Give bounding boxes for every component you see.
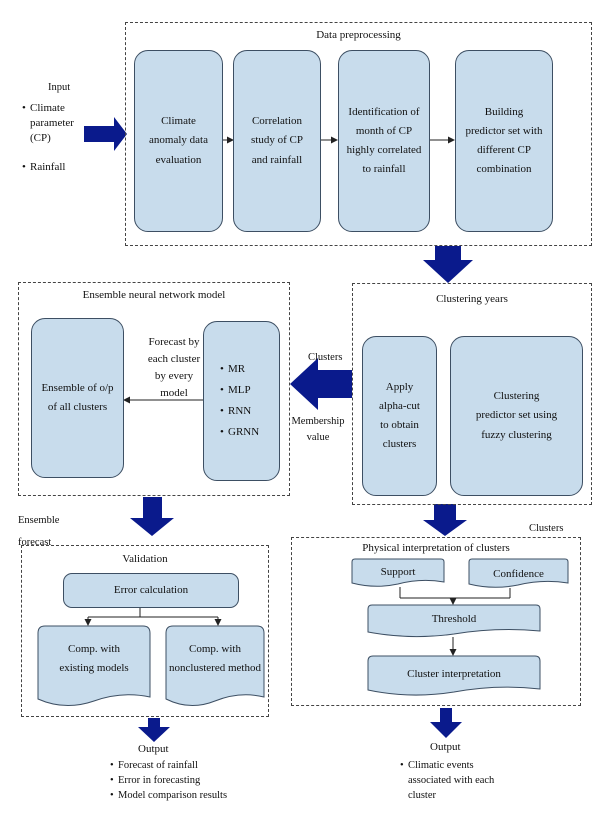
model-item: RNN (220, 401, 259, 422)
physical-frame: Physical interpretation of clusters (291, 537, 581, 706)
model-item: MR (220, 359, 259, 380)
preprocessing-frame: Data preprocessing (125, 22, 592, 246)
output-item: Forecast of rainfall (110, 758, 280, 773)
output-right-title: Output (430, 741, 461, 753)
preproc-step-correlation: Correlation study of CP and rainfall (233, 50, 321, 232)
support-box: Support (351, 558, 445, 588)
comp-existing-models: Comp. with existing models (37, 625, 151, 709)
ensemble-output-box: Ensemble of o/p of all clusters (31, 318, 124, 478)
input-item: Rainfall (22, 160, 84, 175)
output-left-title: Output (138, 743, 169, 755)
input-item: Climate parameter (CP) (22, 101, 84, 146)
clustering-frame: Clustering years (352, 283, 592, 505)
output-item: Model comparison results (110, 788, 280, 803)
preproc-step-predictor-set: Building predictor set with different CP… (455, 50, 553, 232)
clustering-title: Clustering years (436, 293, 508, 305)
error-calculation: Error calculation (63, 573, 239, 608)
cluster-interpretation-box: Cluster interpretation (367, 655, 541, 697)
fuzzy-clustering: Clustering predictor set using fuzzy clu… (450, 336, 583, 496)
membership-label: Membership value (291, 416, 345, 443)
preproc-step-identification: Identification of month of CP highly cor… (338, 50, 430, 232)
threshold-box: Threshold (367, 604, 541, 638)
block-arrow-validation-to-output (138, 718, 170, 742)
physical-title: Physical interpretation of clusters (362, 542, 510, 554)
models-list: MR MLP RNN GRNN (220, 359, 259, 443)
models-box: MR MLP RNN GRNN (203, 321, 280, 481)
ensemble-frame: Ensemble neural network model (18, 282, 290, 496)
comp-nonclustered: Comp. with nonclustered method (165, 625, 265, 709)
preprocessing-title: Data preprocessing (316, 29, 401, 41)
block-arrow-input (84, 117, 127, 151)
output-item: Error in forecasting (110, 773, 280, 788)
input-list: Climate parameter (CP) Rainfall (22, 101, 84, 174)
apply-alpha-cut: Apply alpha-cut to obtain clusters (362, 336, 437, 496)
block-arrow-preproc-to-clustering (423, 246, 473, 283)
output-left-list: Forecast of rainfall Error in forecastin… (110, 758, 280, 804)
validation-title: Validation (122, 553, 168, 565)
ensemble-title: Ensemble neural network model (82, 289, 226, 301)
clusters-label-left: Clusters (308, 352, 343, 363)
model-item: GRNN (220, 422, 259, 443)
block-arrow-clustering-to-physical (423, 504, 467, 536)
input-title: Input (48, 82, 71, 93)
output-item: Climatic events associated with each clu… (400, 758, 510, 804)
ensemble-forecast-label: Ensemble forecast (18, 515, 60, 549)
block-arrow-physical-to-output (430, 708, 462, 738)
block-arrow-ensemble-to-validation (130, 497, 174, 536)
confidence-box: Confidence (468, 558, 569, 589)
output-right-list: Climatic events associated with each clu… (400, 758, 510, 804)
validation-frame: Validation (21, 545, 269, 717)
model-item: MLP (220, 380, 259, 401)
block-arrow-clustering-to-models (290, 358, 352, 410)
clusters-label-right: Clusters (529, 523, 564, 534)
preproc-step-anomaly: Climate anomaly data evaluation (134, 50, 223, 232)
forecast-label: Forecast by each cluster by every model (147, 336, 201, 400)
